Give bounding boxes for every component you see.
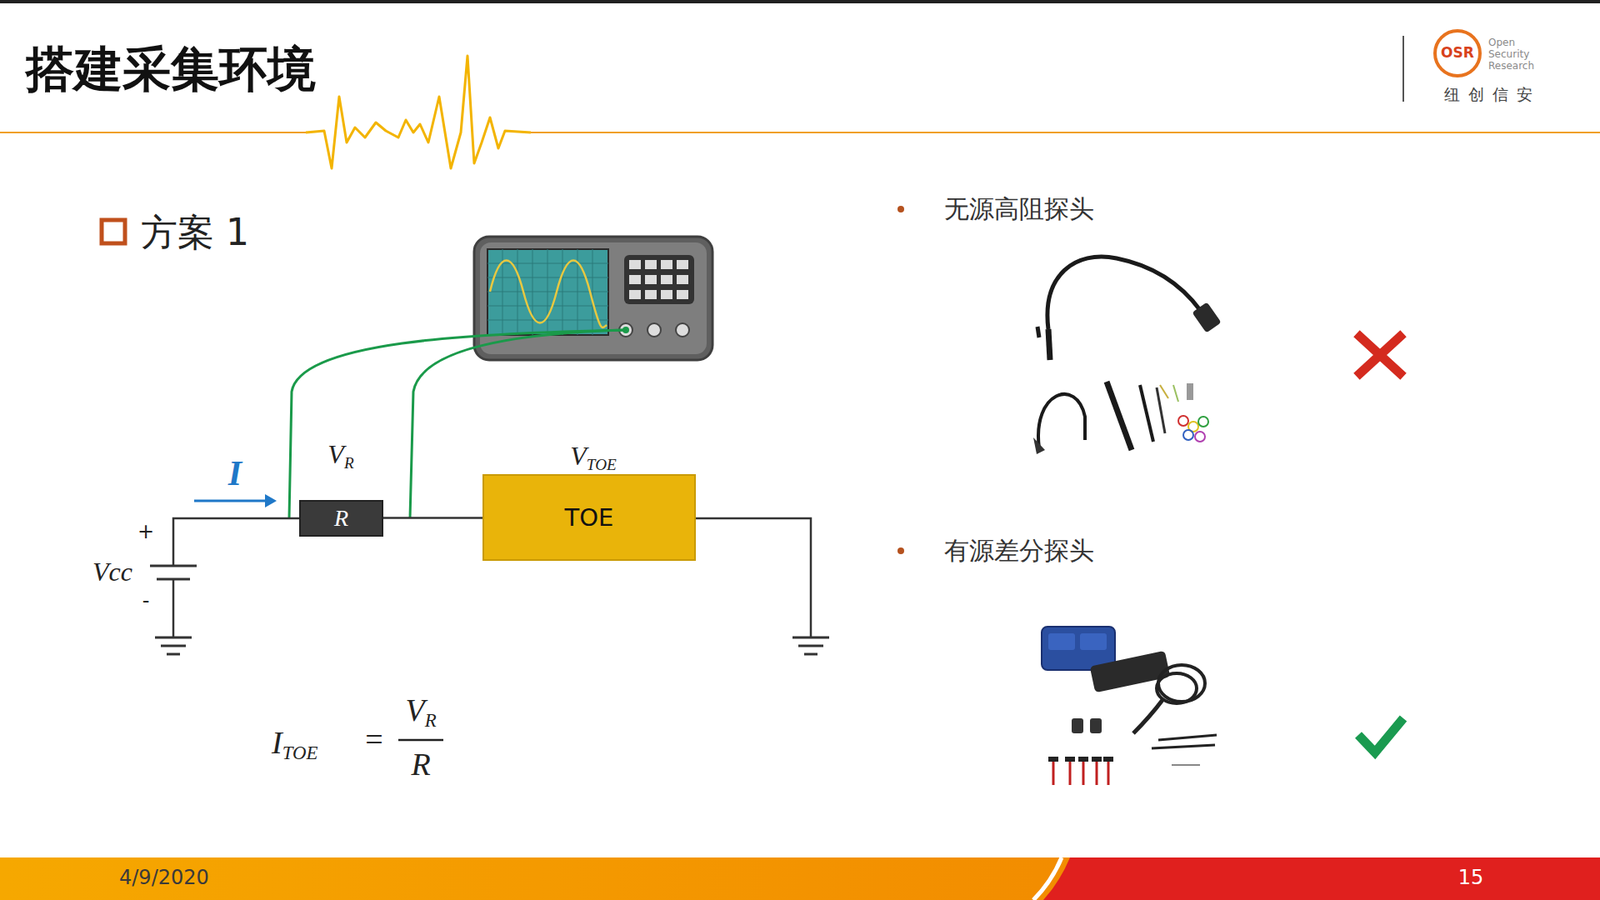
heartbeat-wave — [305, 55, 531, 169]
logo-text: 纽 创 信 安 — [1444, 85, 1535, 105]
section-heading: 方案 1 — [140, 211, 250, 255]
probe-tip — [622, 326, 630, 334]
device-box: TOE — [482, 474, 696, 561]
node-text: TOE — [565, 503, 615, 532]
source-label: Vcc — [92, 556, 133, 588]
logo-divider — [1402, 35, 1405, 102]
current-arrowhead — [265, 494, 277, 508]
polarity-sign: + — [137, 520, 155, 545]
footer-swoosh — [1033, 857, 1062, 900]
logo-text: Open Security Research — [1488, 37, 1544, 72]
formula-term: R — [410, 746, 430, 784]
voltage-label: VR — [327, 439, 354, 470]
bullet-dot — [897, 205, 905, 213]
bullet-dot — [897, 547, 905, 555]
current-label: I — [228, 453, 242, 494]
logo-ring — [1435, 30, 1480, 76]
footer-band — [1043, 857, 1600, 900]
node-text: R — [334, 505, 349, 532]
top-border — [0, 0, 1600, 4]
ground-symbol — [792, 637, 830, 655]
formula-term: VR — [405, 692, 436, 730]
polarity-sign: - — [142, 590, 150, 614]
header-line — [0, 131, 306, 134]
slide-title: 搭建采集环境 — [25, 41, 316, 98]
page-number: 15 — [1458, 866, 1485, 890]
active-probe-picture — [1041, 626, 1217, 785]
battery-symbol — [150, 565, 197, 580]
footer-date: 4/9/2020 — [119, 866, 210, 890]
footer-band — [0, 857, 1075, 900]
fraction-bar — [398, 739, 444, 742]
header-line — [530, 131, 1600, 134]
section-marker — [101, 220, 125, 244]
voltage-label: VTOE — [570, 440, 616, 472]
ground-symbol — [155, 637, 192, 655]
oscilloscope — [474, 236, 713, 360]
cross-mark — [1360, 336, 1400, 374]
formula-operator: = — [365, 721, 383, 759]
logo-mark: OSR — [1440, 45, 1475, 62]
bullet-text: 有源差分探头 — [944, 536, 1095, 566]
formula-term: ITOE — [271, 725, 318, 762]
check-mark — [1358, 718, 1404, 753]
circuit-wire — [383, 516, 483, 520]
current-arrow — [194, 500, 267, 503]
passive-probe-picture — [1033, 256, 1222, 455]
bullet-text: 无源高阻探头 — [944, 195, 1095, 225]
resistor-symbol: R — [299, 500, 384, 537]
